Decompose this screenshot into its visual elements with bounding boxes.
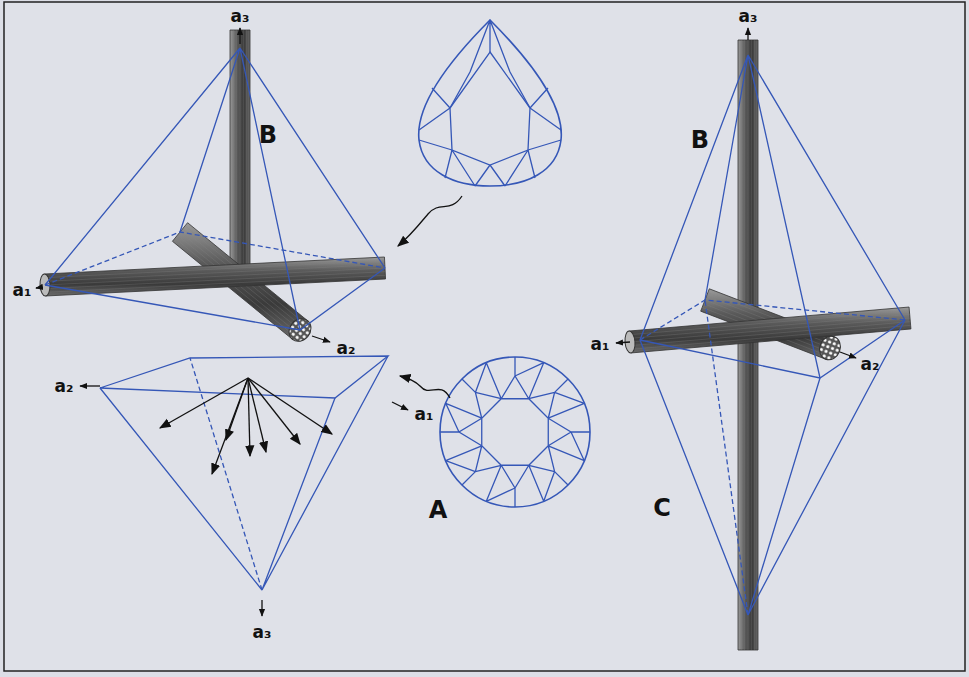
figure-letter: A	[429, 498, 448, 522]
axis-label: a₁	[13, 282, 32, 299]
axis-rod	[230, 30, 250, 270]
axis-rod	[738, 40, 758, 650]
axis-label: a₂	[55, 378, 74, 395]
axis-label: a₂	[861, 356, 880, 373]
axis-label: a₁	[591, 336, 610, 353]
axis-label: a₃	[253, 624, 272, 641]
figure-letter: B	[691, 128, 709, 152]
axis-label: a₁	[415, 406, 434, 423]
figure-letter: B	[259, 123, 277, 147]
figure-letter: C	[653, 496, 671, 520]
axis-label: a₃	[739, 8, 758, 25]
crystal-edges	[45, 20, 905, 615]
axis-label: a₂	[337, 340, 356, 357]
axis-rod	[44, 257, 385, 296]
rod-end-face	[816, 333, 844, 363]
leader-arrows	[36, 28, 856, 616]
axis-label: a₃	[231, 8, 250, 25]
